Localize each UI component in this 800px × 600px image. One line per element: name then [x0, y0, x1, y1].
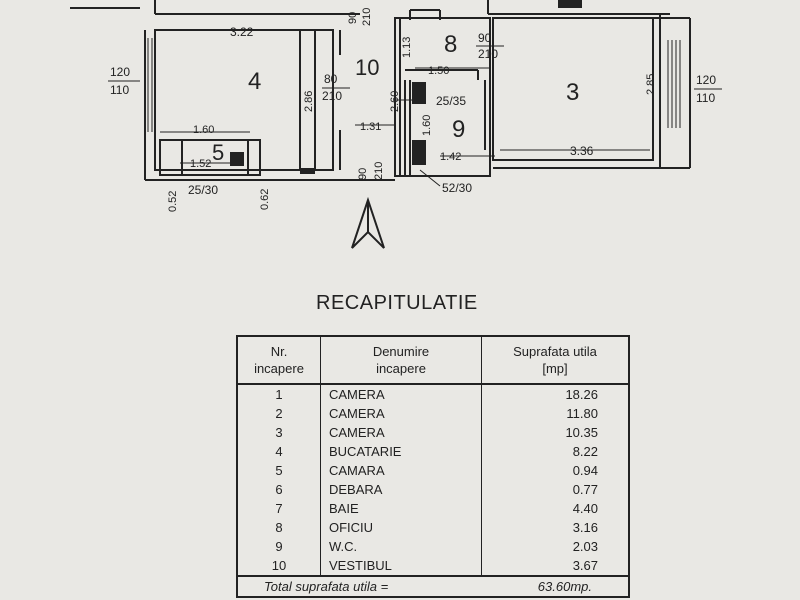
room-label-4: 4 — [248, 68, 261, 95]
dim-label: 210 — [322, 89, 342, 103]
total-row: Total suprafata utila = 63.60mp. — [237, 575, 629, 597]
dim-label: 2.86 — [303, 91, 315, 112]
dim-label: 120 — [696, 73, 716, 87]
dim-label: 1.60 — [193, 124, 214, 136]
dim-label: 210 — [373, 162, 385, 180]
dim-label: 3.36 — [570, 144, 594, 158]
room-label-9: 9 — [452, 116, 465, 143]
dim-label: 52/30 — [442, 181, 472, 195]
dim-label: 120 — [110, 65, 130, 79]
dim-label: 1.50 — [428, 65, 449, 77]
room-label-5: 5 — [212, 140, 224, 165]
room-label-10: 10 — [355, 55, 379, 80]
dim-label: 80 — [324, 72, 338, 86]
dim-label: 90 — [347, 12, 359, 24]
dim-label: 0.62 — [259, 189, 271, 210]
dim-label: 110 — [696, 91, 715, 105]
dim-label: 1.42 — [440, 151, 461, 163]
dim-label: 3.22 — [230, 25, 254, 39]
dim-label: 90 — [478, 31, 492, 45]
dim-label: 210 — [478, 47, 498, 61]
dim-label: 2.60 — [389, 91, 401, 112]
recap-title: RECAPITULATIE — [316, 292, 478, 314]
dim-label: 25/35 — [436, 94, 466, 108]
dim-label: 1.13 — [401, 37, 413, 58]
dim-label: 210 — [361, 8, 373, 26]
total-value: 63.60mp. — [537, 579, 592, 594]
dim-label: 1.60 — [421, 115, 433, 136]
north-arrow-icon — [351, 196, 385, 249]
dim-label: 25/30 — [188, 183, 218, 197]
room-label-3: 3 — [566, 79, 579, 106]
dim-label: 0.52 — [167, 191, 179, 212]
room-label-8: 8 — [444, 31, 457, 58]
header-nr: Nr.incapere — [236, 335, 321, 385]
dim-label: 2.85 — [645, 74, 657, 95]
total-label: Total suprafata utila = — [264, 579, 389, 594]
dim-label: 110 — [110, 83, 129, 97]
dim-label: 90 — [357, 168, 369, 180]
dim-label: 1.31 — [360, 121, 381, 133]
header-suprafata: Suprafata utila[mp] — [481, 335, 630, 385]
dim-label: 1.52 — [190, 158, 211, 170]
